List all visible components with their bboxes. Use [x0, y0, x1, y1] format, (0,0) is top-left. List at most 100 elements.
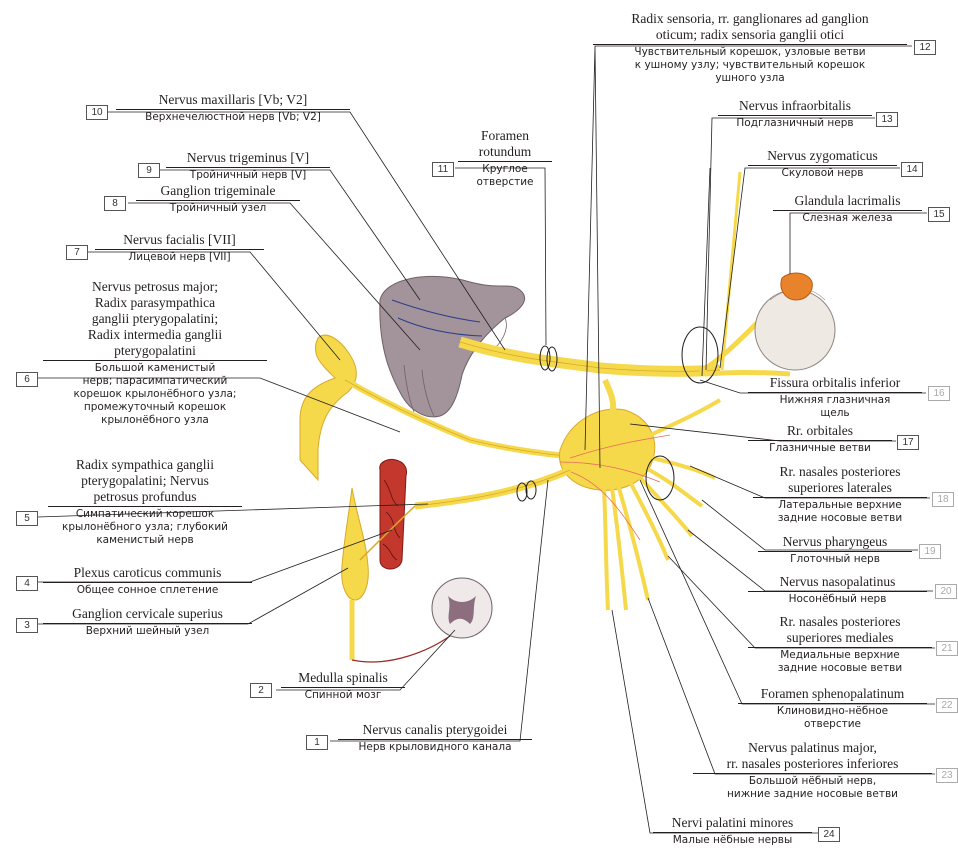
- label-number-box: 24: [818, 827, 840, 842]
- label-17-divider: [748, 440, 892, 441]
- label-6-russian: промежуточный корешок: [40, 401, 270, 414]
- label-13-russian: Подглазничный нерв: [715, 117, 875, 130]
- label-number-box: 15: [928, 207, 950, 222]
- label-number-box: 17: [897, 435, 919, 450]
- label-2-russian: Спинной мозг: [278, 689, 408, 702]
- label-3-latin: Ganglion cervicale superius: [40, 606, 255, 622]
- label-12-latin: oticum; radix sensoria ganglii otici: [590, 27, 910, 43]
- label-2-divider: [281, 687, 405, 688]
- label-number-box: 22: [936, 698, 958, 713]
- label-6-russian: нерв; парасимпатический: [40, 375, 270, 388]
- label-18-latin: Rr. nasales posteriores: [750, 464, 930, 480]
- label-number-box: 11: [432, 162, 454, 177]
- label-21-divider: [748, 647, 932, 648]
- label-21-russian: Медиальные верхние: [745, 649, 935, 662]
- label-12: Radix sensoria, rr. ganglionares ad gang…: [590, 11, 910, 85]
- label-3-divider: [43, 623, 252, 624]
- label-17-latin: Rr. orbitales: [745, 423, 895, 439]
- label-6-latin: ganglii pterygopalatini;: [40, 311, 270, 327]
- label-11-divider: [458, 161, 552, 162]
- label-24-latin: Nervi palatini minores: [650, 815, 815, 831]
- label-9-divider: [166, 167, 330, 168]
- label-19-latin: Nervus pharyngeus: [755, 534, 915, 550]
- label-4-latin: Plexus caroticus communis: [40, 565, 255, 581]
- label-5-russian: крылонёбного узла; глубокий: [45, 521, 245, 534]
- label-14-divider: [748, 165, 897, 166]
- label-1-divider: [338, 739, 532, 740]
- label-18-russian: Латеральные верхние: [750, 499, 930, 512]
- label-24-divider: [653, 832, 812, 833]
- label-3-russian: Верхний шейный узел: [40, 625, 255, 638]
- label-16-latin: Fissura orbitalis inferior: [745, 375, 925, 391]
- label-5-latin: petrosus profundus: [45, 489, 245, 505]
- label-10-divider: [116, 109, 350, 110]
- carotid-artery: [380, 459, 407, 569]
- label-10-latin: Nervus maxillaris [Vb; V2]: [113, 92, 353, 108]
- label-8-latin: Ganglion trigeminale: [133, 183, 303, 199]
- label-number-box: 23: [936, 768, 958, 783]
- label-5-russian: Симпатический корешок: [45, 508, 245, 521]
- label-10-russian: Верхнечелюстной нерв [Vb; V2]: [113, 111, 353, 124]
- label-5-latin: Radix sympathica ganglii: [45, 457, 245, 473]
- label-4-russian: Общее сонное сплетение: [40, 584, 255, 597]
- label-9-russian: Тройничный нерв [V]: [163, 169, 333, 182]
- label-8-divider: [136, 200, 300, 201]
- label-20-russian: Носонёбный нерв: [745, 593, 930, 606]
- label-18-latin: superiores laterales: [750, 480, 930, 496]
- label-6-russian: крылонёбного узла: [40, 414, 270, 427]
- label-15-latin: Glandula lacrimalis: [770, 193, 925, 209]
- label-number-box: 5: [16, 511, 38, 526]
- facial-nerve-shape: [300, 335, 356, 480]
- label-number-box: 20: [935, 584, 957, 599]
- label-number-box: 14: [901, 162, 923, 177]
- label-number-box: 19: [919, 544, 941, 559]
- label-20-latin: Nervus nasopalatinus: [745, 574, 930, 590]
- label-23-divider: [693, 773, 932, 774]
- label-7-latin: Nervus facialis [VII]: [92, 232, 267, 248]
- label-number-box: 8: [104, 196, 126, 211]
- label-7-russian: Лицевой нерв [VII]: [92, 251, 267, 264]
- label-21: Rr. nasales posterioressuperiores medial…: [745, 614, 935, 675]
- label-number-box: 1: [306, 735, 328, 750]
- label-14-latin: Nervus zygomaticus: [745, 148, 900, 164]
- label-number-box: 12: [914, 40, 936, 55]
- label-14-russian: Скуловой нерв: [745, 167, 900, 180]
- label-17: Rr. orbitalesГлазничные ветви: [745, 423, 895, 455]
- label-24-russian: Малые нёбные нервы: [650, 834, 815, 847]
- label-6-latin: pterygopalatini: [40, 343, 270, 359]
- label-13: Nervus infraorbitalisПодглазничный нерв: [715, 98, 875, 130]
- label-13-latin: Nervus infraorbitalis: [715, 98, 875, 114]
- label-number-box: 7: [66, 245, 88, 260]
- label-11-russian: Круглое: [455, 163, 555, 176]
- label-16-divider: [748, 392, 922, 393]
- label-12-russian: ушного узла: [590, 72, 910, 85]
- label-8: Ganglion trigeminaleТройничный узел: [133, 183, 303, 215]
- label-6-latin: Nervus petrosus major;: [40, 279, 270, 295]
- cervical-ganglion: [342, 488, 369, 600]
- label-number-box: 4: [16, 576, 38, 591]
- label-number-box: 18: [932, 492, 954, 507]
- label-18-russian: задние носовые ветви: [750, 512, 930, 525]
- label-16-russian: Нижняя глазничная: [745, 394, 925, 407]
- label-6-latin: Radix intermedia ganglii: [40, 327, 270, 343]
- label-13-divider: [718, 115, 872, 116]
- label-23-russian: нижние задние носовые ветви: [690, 788, 935, 801]
- label-12-latin: Radix sensoria, rr. ganglionares ad gang…: [590, 11, 910, 27]
- label-8-russian: Тройничный узел: [133, 202, 303, 215]
- label-4-divider: [43, 582, 252, 583]
- label-19-divider: [758, 551, 912, 552]
- label-5-divider: [48, 506, 242, 507]
- label-20: Nervus nasopalatinusНосонёбный нерв: [745, 574, 930, 606]
- label-6-divider: [43, 360, 267, 361]
- lacrimal-gland: [781, 273, 812, 300]
- label-1: Nervus canalis pterygoideiНерв крыловидн…: [335, 722, 535, 754]
- label-6-latin: Radix parasympathica: [40, 295, 270, 311]
- label-12-russian: к ушному узлу; чувствительный корешок: [590, 59, 910, 72]
- label-23-latin: Nervus palatinus major,: [690, 740, 935, 756]
- label-number-box: 21: [936, 641, 958, 656]
- label-number-box: 13: [876, 112, 898, 127]
- label-number-box: 6: [16, 372, 38, 387]
